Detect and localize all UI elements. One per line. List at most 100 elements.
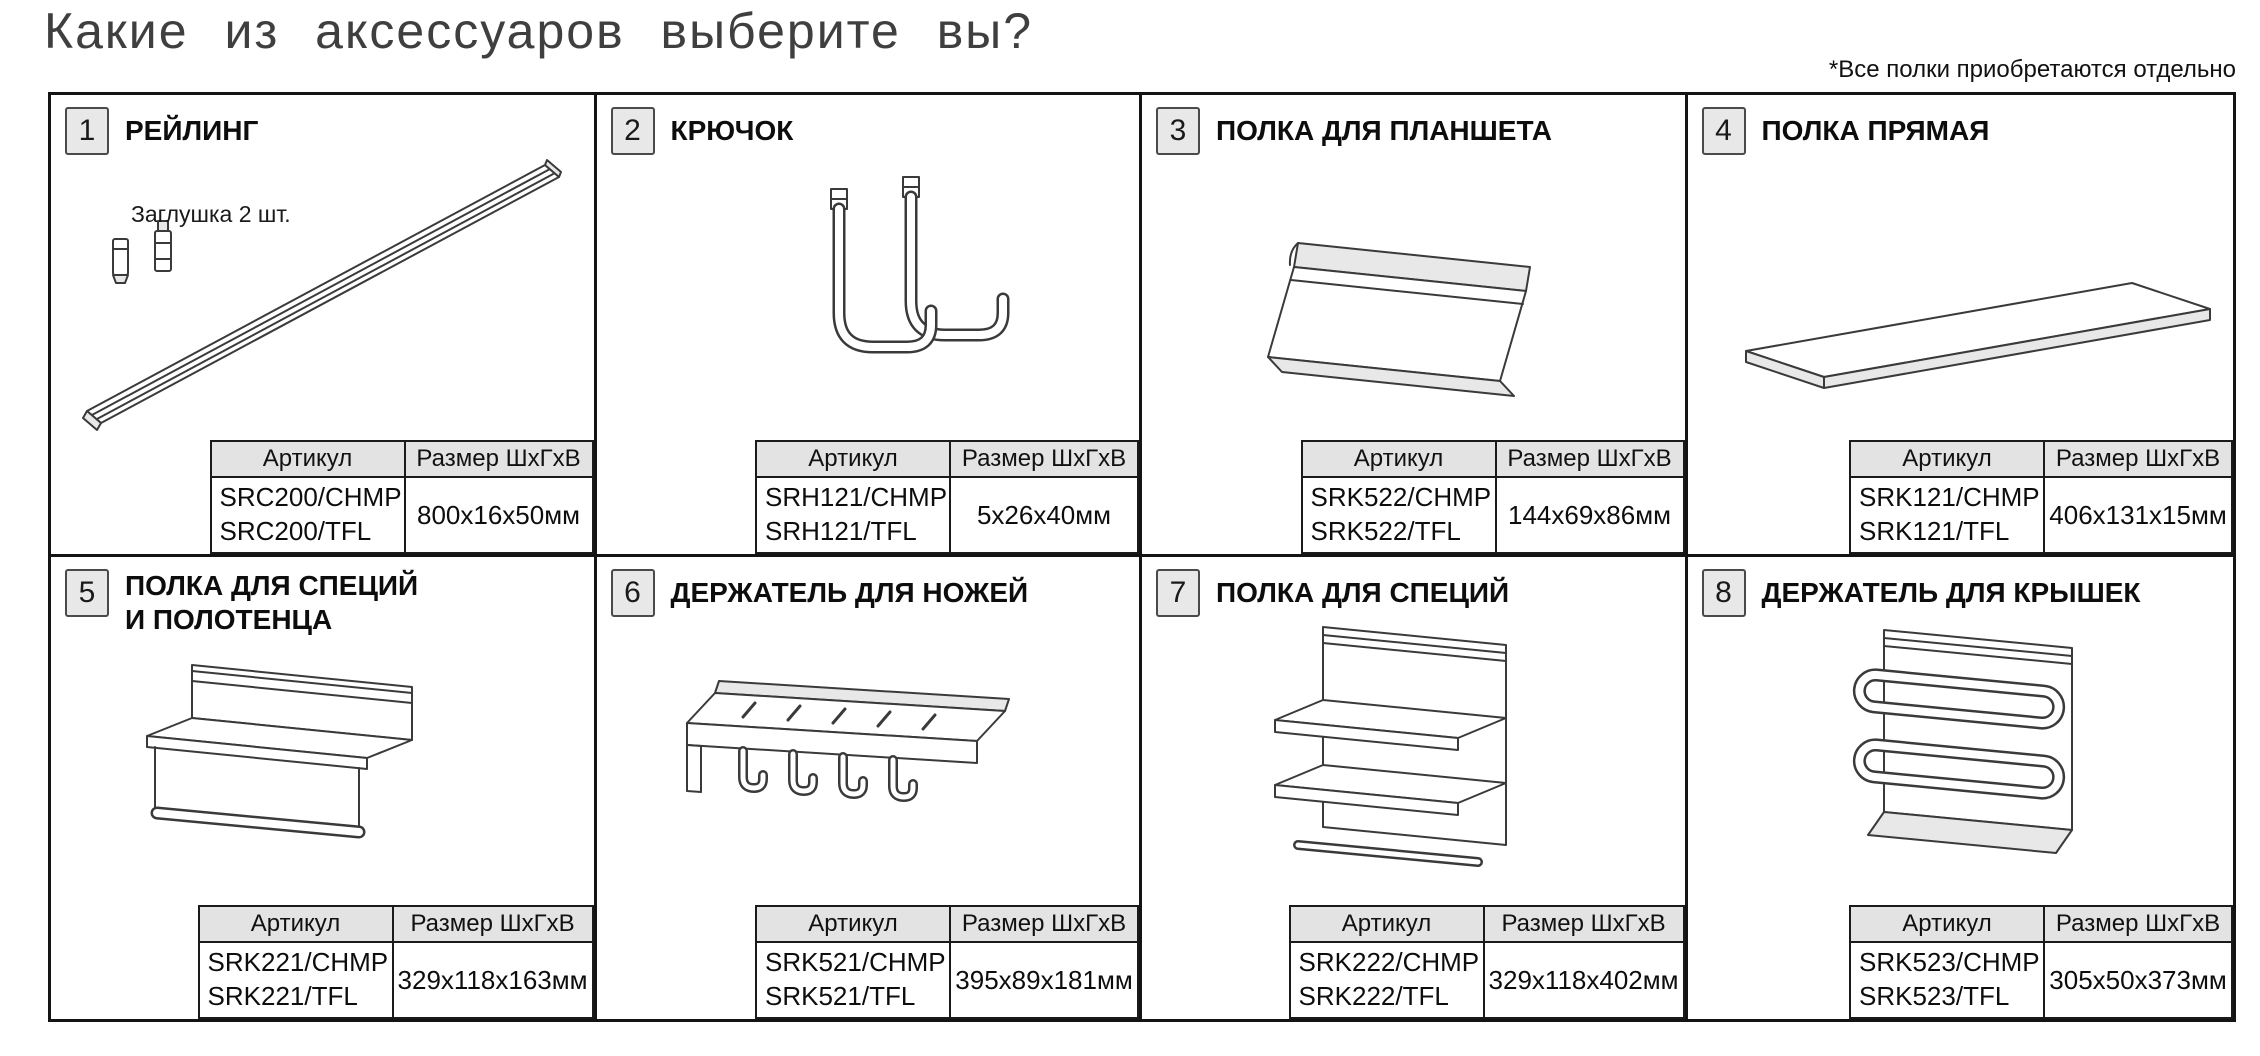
card-header: 5 ПОЛКА ДЛЯ СПЕЦИЙ И ПОЛОТЕНЦА [65,569,425,636]
product-card-straight-shelf: 4 ПОЛКА ПРЯМАЯ Артикул Размер ШхГхВ SRK1… [1687,95,2233,557]
card-header: 3 ПОЛКА ДЛЯ ПЛАНШЕТА [1156,107,1552,155]
product-name: ПОЛКА ДЛЯ СПЕЦИЙ [1216,577,1510,609]
article-line: SRC200/TFL [219,516,372,546]
product-card-knife-holder: 6 ДЕРЖАТЕЛЬ ДЛЯ НОЖЕЙ Артикул Ра [597,557,1142,1019]
item-number-badge: 5 [65,569,109,617]
article-codes: SRK523/CHMP SRK523/TFL [1849,941,2045,1019]
article-line: SRH121/CHMP [765,482,948,513]
product-card-railing: 1 РЕЙЛИНГ Заглушка 2 шт. Артикул Размер … [51,95,597,557]
size-value: 406x131x15мм [2043,476,2233,554]
article-codes: SRH121/CHMP SRH121/TFL [755,476,951,554]
size-value: 329x118x163мм [391,941,594,1019]
article-line: SRK221/TFL [207,981,358,1011]
spec-header-article: Артикул [1849,905,2045,943]
product-card-tablet-shelf: 3 ПОЛКА ДЛЯ ПЛАНШЕТА Артикул Размер ШхГх… [1142,95,1688,557]
spec-header-article: Артикул [755,440,951,478]
article-codes: SRK522/CHMP SRK522/TFL [1300,476,1497,554]
article-line: SRK121/CHMP [1859,482,2040,513]
article-line: SRK221/CHMP [207,947,389,978]
page-title: Какие из аксессуаров выберите вы? [44,3,1034,59]
item-number-badge: 7 [1156,569,1200,617]
article-line: SRK522/TFL [1310,516,1461,546]
article-codes: SRK521/CHMP SRK521/TFL [755,941,951,1019]
spec-header-size: Размер ШхГхВ [1494,440,1685,478]
spec-header-article: Артикул [755,905,951,943]
card-header: 2 КРЮЧОК [610,107,794,155]
product-name: ДЕРЖАТЕЛЬ ДЛЯ НОЖЕЙ [670,577,1029,609]
size-value: 5x26x40мм [949,476,1139,554]
article-line: SRK521/CHMP [765,947,946,978]
spice-towel-shelf-drawing [146,664,413,839]
hook-drawing [829,176,1009,354]
article-line: SRK121/TFL [1859,516,2010,546]
spec-table: Артикул Размер ШхГхВ SRK522/CHMP SRK522/… [1300,440,1685,554]
size-value: 800x16x50мм [403,476,594,554]
spec-table: Артикул Размер ШхГхВ SRK121/CHMP SRK121/… [1849,440,2233,554]
spec-header-article: Артикул [1300,440,1497,478]
spec-table: Артикул Размер ШхГхВ SRK523/CHMP SRK523/… [1849,905,2233,1019]
product-name: РЕЙЛИНГ [125,115,259,147]
size-value: 329x118x402мм [1482,941,1685,1019]
spec-table: Артикул Размер ШхГхВ SRK521/CHMP SRK521/… [755,905,1139,1019]
article-line: SRK222/CHMP [1298,947,1480,978]
size-value: 144x69x86мм [1494,476,1685,554]
spec-header-size: Размер ШхГхВ [391,905,594,943]
product-name: ПОЛКА ДЛЯ ПЛАНШЕТА [1216,115,1553,147]
product-card-spice-shelf: 7 ПОЛКА ДЛЯ СПЕЦИЙ Артикул Размер ШхГхВ … [1142,557,1688,1019]
card-header: 8 ДЕРЖАТЕЛЬ ДЛЯ КРЫШЕК [1701,569,2141,617]
item-number-badge: 6 [610,569,655,617]
item-number-badge: 2 [610,107,655,155]
article-line: SRK523/TFL [1859,981,2010,1011]
product-card-lid-holder: 8 ДЕРЖАТЕЛЬ ДЛЯ КРЫШЕК Артикул Размер Шх… [1688,557,2233,1019]
article-line: SRK222/TFL [1298,981,1449,1011]
plug-note: Заглушка 2 шт. [131,201,291,227]
article-line: SRK522/CHMP [1310,482,1492,513]
product-name: ПОЛКА ДЛЯ СПЕЦИЙ И ПОЛОТЕНЦА [125,570,419,635]
spec-header-size: Размер ШхГхВ [949,440,1139,478]
article-codes: SRK222/CHMP SRK222/TFL [1288,941,1485,1019]
size-value: 395x89x181мм [949,941,1139,1019]
spice-shelf-drawing [1274,626,1507,867]
spec-header-size: Размер ШхГхВ [2043,440,2233,478]
lid-holder-drawing [1852,629,2073,854]
spec-table: Артикул Размер ШхГхВ SRK222/CHMP SRK222/… [1288,905,1685,1019]
product-card-spice-towel-shelf: 5 ПОЛКА ДЛЯ СПЕЦИЙ И ПОЛОТЕНЦА Артикул Р… [51,557,597,1019]
knife-holder-drawing [685,680,1010,802]
card-header: 6 ДЕРЖАТЕЛЬ ДЛЯ НОЖЕЙ [610,569,1029,617]
item-number-badge: 4 [1701,107,1746,155]
spec-header-size: Размер ШхГхВ [1482,905,1685,943]
article-codes: SRC200/CHMP SRC200/TFL [209,476,406,554]
spec-header-size: Размер ШхГхВ [2043,905,2233,943]
article-codes: SRK221/CHMP SRK221/TFL [197,941,394,1019]
straight-shelf-drawing [1744,282,2211,389]
spec-table: Артикул Размер ШхГхВ SRH121/CHMP SRH121/… [755,440,1139,554]
railing-drawing [82,159,562,431]
product-card-hook: 2 КРЮЧОК Артикул Размер ШхГхВ SRH121/CHM… [596,95,1142,557]
article-line: SRK523/CHMP [1859,947,2040,978]
card-header: 4 ПОЛКА ПРЯМАЯ [1701,107,1990,155]
spec-table: Артикул Размер ШхГхВ SRK221/CHMP SRK221/… [197,905,594,1019]
article-line: SRK521/TFL [765,981,916,1011]
spec-header-article: Артикул [1288,905,1485,943]
article-line: SRH121/TFL [765,516,917,546]
tablet-shelf-drawing [1267,242,1531,397]
card-header: 7 ПОЛКА ДЛЯ СПЕЦИЙ [1156,569,1509,617]
item-number-badge: 8 [1701,569,1746,617]
product-name: ДЕРЖАТЕЛЬ ДЛЯ КРЫШЕК [1761,577,2141,609]
spec-header-article: Артикул [209,440,406,478]
footnote: *Все полки приобретаются отдельно [1828,56,2236,83]
catalog-grid: 1 РЕЙЛИНГ Заглушка 2 шт. Артикул Размер … [48,92,2236,1022]
spec-header-article: Артикул [197,905,394,943]
item-number-badge: 1 [65,107,109,155]
spec-header-size: Размер ШхГхВ [403,440,594,478]
article-line: SRC200/CHMP [219,482,402,513]
product-name: КРЮЧОК [670,115,794,147]
size-value: 305x50x373мм [2043,941,2233,1019]
article-codes: SRK121/CHMP SRK121/TFL [1849,476,2045,554]
item-number-badge: 3 [1156,107,1200,155]
spec-header-size: Размер ШхГхВ [949,905,1139,943]
product-name: ПОЛКА ПРЯМАЯ [1761,115,1990,147]
card-header: 1 РЕЙЛИНГ [65,107,258,155]
spec-table: Артикул Размер ШхГхВ SRC200/CHMP SRC200/… [209,440,594,554]
spec-header-article: Артикул [1849,440,2045,478]
